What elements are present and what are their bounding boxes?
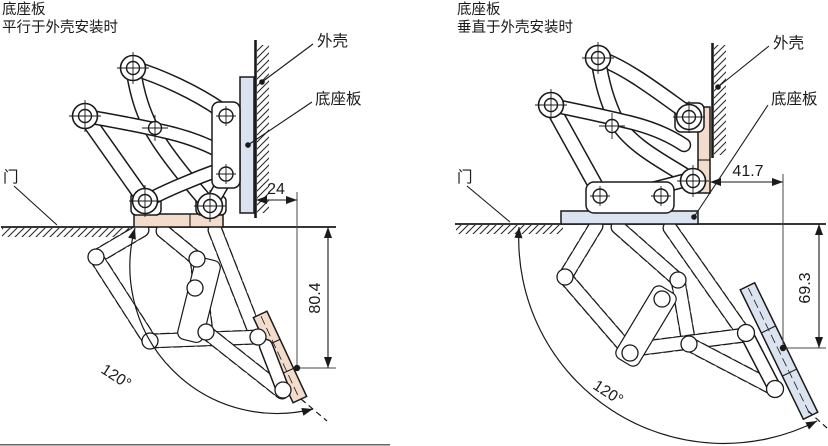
left-base-plate-label: 底座板	[315, 90, 362, 108]
right-open-base-plate	[739, 281, 819, 421]
right-housing-wall-hatch	[714, 45, 726, 155]
left-open-bracket	[177, 256, 221, 344]
left-swing-angle-value: 120°	[98, 361, 134, 393]
right-door-bracket	[585, 181, 675, 214]
pivot	[117, 52, 149, 84]
left-open-plate-extension	[300, 398, 328, 422]
right-offset-dim-value: 41.7	[732, 163, 763, 180]
right-base-plate-label: 底座板	[771, 90, 818, 108]
left-offset-dim-value: 24	[267, 181, 285, 198]
screw-hole	[651, 186, 671, 206]
right-diagram: 底座板 垂直于外壳安装时	[455, 0, 828, 445]
left-labels: 外壳 底座板 门	[3, 32, 362, 226]
left-housing-label: 外壳	[317, 32, 348, 50]
pivot-center	[599, 113, 625, 139]
right-drop-dim-value: 69.3	[797, 272, 814, 303]
right-open-plate-extension	[807, 410, 828, 429]
pivot	[677, 165, 709, 197]
left-title-line1: 底座板	[2, 0, 46, 18]
left-housing-wall-hatch	[257, 45, 269, 213]
right-door-label: 门	[457, 168, 473, 186]
right-title-line2: 垂直于外壳安装时	[457, 19, 573, 36]
right-drop-dimension: 69.3	[779, 224, 826, 352]
right-labels: 外壳 底座板 门	[457, 34, 818, 223]
left-wall-bracket	[211, 101, 241, 189]
pivot	[582, 42, 614, 74]
left-door-hatch	[2, 228, 133, 237]
right-linkage-open	[556, 218, 828, 429]
left-drop-dim-value: 80.4	[307, 282, 324, 313]
screw-hole	[216, 164, 236, 184]
left-diagram: 底座板 平行于外壳安装时	[1, 0, 362, 422]
left-drop-dimension: 80.4	[293, 227, 336, 372]
right-linkage-closed	[535, 42, 709, 214]
screw-hole	[590, 186, 610, 206]
pivot	[194, 190, 226, 222]
left-door-plate	[133, 213, 224, 228]
screw-hole	[216, 106, 236, 126]
left-door-label: 门	[3, 168, 19, 186]
right-swing-angle-value: 120°	[590, 377, 626, 409]
pivot	[69, 100, 101, 132]
right-title-line1: 底座板	[457, 0, 501, 18]
right-housing-label: 外壳	[773, 34, 804, 52]
pivot	[129, 185, 161, 217]
left-offset-dimension: 24	[256, 181, 298, 368]
pivot	[673, 101, 705, 133]
pivot	[535, 89, 567, 121]
pivot-center	[142, 115, 168, 141]
left-linkage-closed	[69, 52, 241, 222]
left-title-line2: 平行于外壳安装时	[2, 19, 118, 36]
right-door-hatch	[456, 225, 563, 234]
left-linkage-open	[87, 222, 328, 422]
